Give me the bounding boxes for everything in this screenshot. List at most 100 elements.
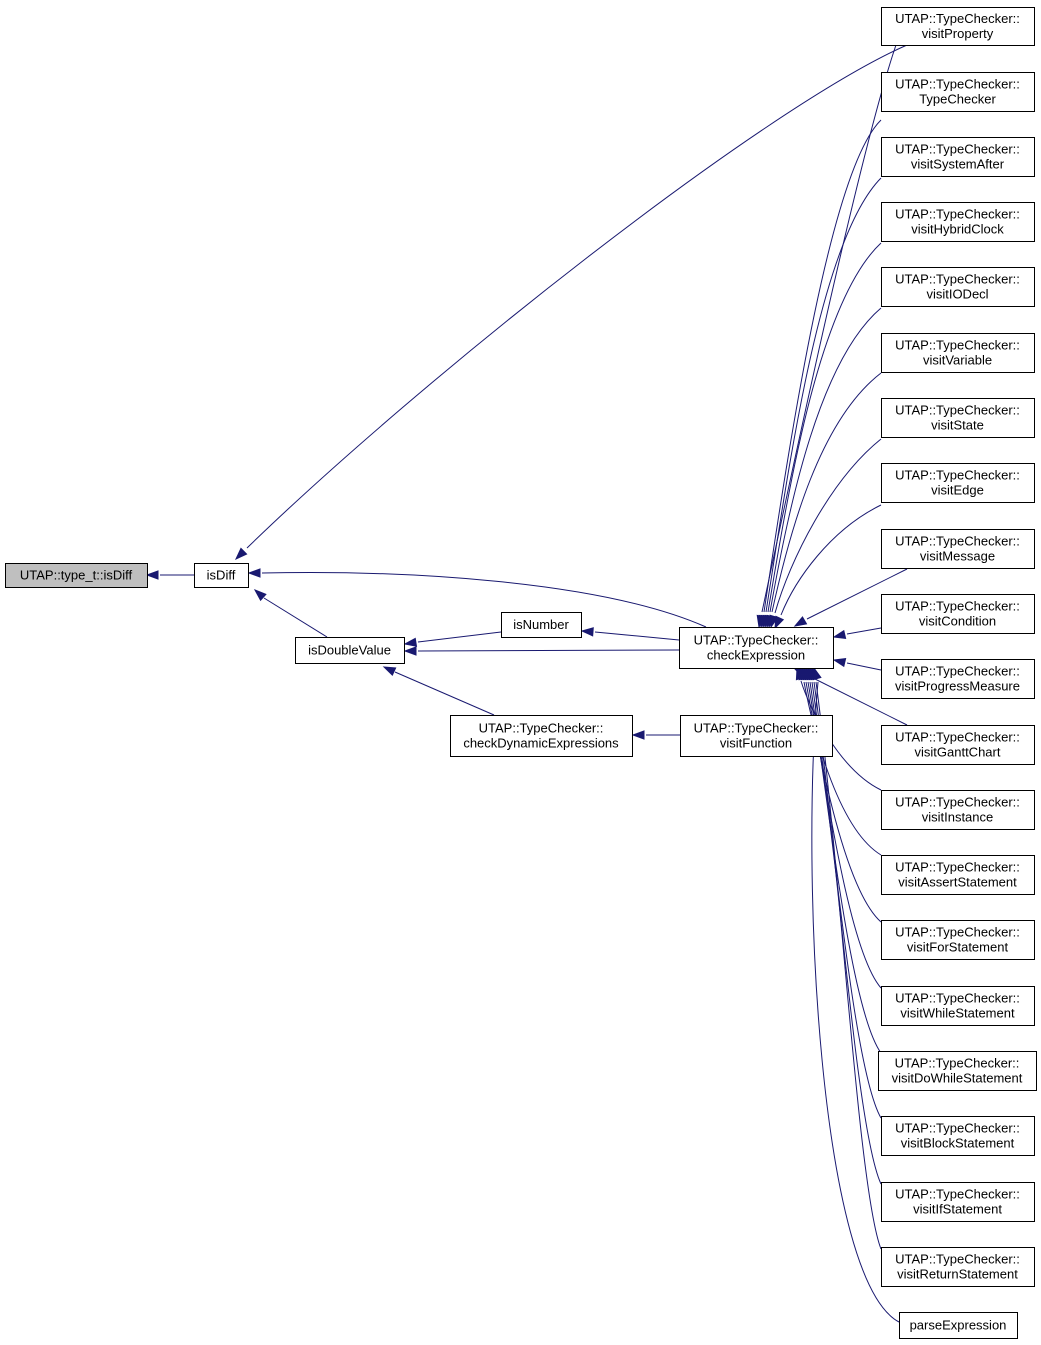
edge-arrowhead	[832, 629, 847, 640]
node-label: UTAP::type_t::isDiff	[20, 568, 133, 583]
edge-arrowhead	[832, 657, 847, 668]
edge-checkExpression-to-isDiff	[247, 568, 707, 628]
node-box	[881, 7, 1035, 46]
node-visitMessage[interactable]: UTAP::TypeChecker::visitMessage	[881, 529, 1035, 569]
edge-visitVariable-to-checkExpression	[766, 372, 882, 629]
node-box	[680, 715, 833, 757]
node-visitProperty[interactable]: UTAP::TypeChecker::visitProperty	[881, 7, 1035, 46]
node-label: TypeChecker	[919, 92, 996, 107]
edge-visitProgressMeasure-to-checkExpression	[832, 657, 882, 671]
node-label: UTAP::TypeChecker::	[694, 721, 819, 736]
node-checkExpression[interactable]: UTAP::TypeChecker::checkExpression	[679, 627, 834, 669]
edge-arrowhead	[234, 547, 248, 561]
node-box	[295, 637, 405, 664]
node-box	[881, 986, 1035, 1026]
edge-line	[803, 681, 882, 856]
node-label: visitDoWhileStatement	[892, 1071, 1023, 1086]
node-isDiff[interactable]: isDiff	[194, 563, 249, 588]
node-label: visitProgressMeasure	[895, 679, 1020, 694]
edge-arrowhead	[403, 646, 417, 656]
node-visitInstance[interactable]: UTAP::TypeChecker::visitInstance	[881, 790, 1035, 830]
node-visitVariable[interactable]: UTAP::TypeChecker::visitVariable	[881, 333, 1035, 373]
node-label: visitCondition	[919, 614, 996, 629]
edge-isDiff-to-root	[145, 570, 194, 580]
node-box	[501, 612, 582, 638]
node-visitSystemAfter[interactable]: UTAP::TypeChecker::visitSystemAfter	[881, 137, 1035, 177]
edge-visitFunction-to-checkDynamicExpressions	[631, 730, 680, 740]
node-label: UTAP::TypeChecker::	[895, 77, 1020, 92]
node-label: UTAP::TypeChecker::	[895, 795, 1020, 810]
node-visitFunction[interactable]: UTAP::TypeChecker::visitFunction	[680, 715, 833, 757]
edge-visitProperty-to-isDiff	[234, 44, 908, 561]
node-label: visitIODecl	[926, 287, 988, 302]
node-visitAssertStatement[interactable]: UTAP::TypeChecker::visitAssertStatement	[881, 855, 1035, 895]
node-visitIfStatement[interactable]: UTAP::TypeChecker::visitIfStatement	[881, 1182, 1035, 1222]
edge-arrowhead	[631, 730, 645, 740]
node-label: UTAP::TypeChecker::	[895, 991, 1020, 1006]
edge-arrowhead	[580, 627, 594, 637]
node-visitForStatement[interactable]: UTAP::TypeChecker::visitForStatement	[881, 920, 1035, 960]
node-TypeChecker[interactable]: UTAP::TypeChecker::TypeChecker	[881, 72, 1035, 112]
edge-line	[765, 177, 882, 613]
edge-line	[394, 671, 495, 716]
node-visitHybridClock[interactable]: UTAP::TypeChecker::visitHybridClock	[881, 202, 1035, 242]
node-label: UTAP::TypeChecker::	[895, 599, 1020, 614]
edge-line	[594, 631, 680, 641]
node-visitIODecl[interactable]: UTAP::TypeChecker::visitIODecl	[881, 267, 1035, 307]
node-visitDoWhileStatement[interactable]: UTAP::TypeChecker::visitDoWhileStatement	[878, 1051, 1037, 1091]
node-box	[881, 398, 1035, 438]
node-visitGanttChart[interactable]: UTAP::TypeChecker::visitGanttChart	[881, 725, 1035, 765]
edge-line	[805, 681, 882, 923]
node-isNumber[interactable]: isNumber	[501, 612, 582, 638]
node-box	[881, 790, 1035, 830]
node-box	[881, 267, 1035, 307]
node-label: UTAP::TypeChecker::	[895, 1056, 1020, 1071]
edge-arrowhead	[145, 570, 159, 580]
edge-parseExpression-to-checkExpression	[811, 666, 900, 1323]
node-label: UTAP::TypeChecker::	[895, 207, 1020, 222]
edge-line	[806, 674, 908, 726]
edge-visitEdge-to-checkExpression	[774, 504, 882, 630]
node-label: isDoubleValue	[308, 643, 391, 658]
node-visitReturnStatement[interactable]: UTAP::TypeChecker::visitReturnStatement	[881, 1247, 1035, 1287]
node-label: isNumber	[513, 617, 569, 632]
node-label: visitBlockStatement	[901, 1136, 1015, 1151]
node-label: UTAP::TypeChecker::	[895, 1252, 1020, 1267]
node-label: checkDynamicExpressions	[463, 736, 619, 751]
node-label: UTAP::TypeChecker::	[895, 403, 1020, 418]
edge-checkDynamicExpressions-to-isDoubleValue	[382, 666, 495, 716]
node-box	[881, 202, 1035, 242]
node-box	[881, 594, 1035, 634]
node-parseExpression[interactable]: parseExpression	[899, 1312, 1018, 1339]
node-isDoubleValue[interactable]: isDoubleValue	[295, 637, 405, 664]
node-box	[881, 72, 1035, 112]
node-label: visitMessage	[920, 549, 995, 564]
node-visitEdge[interactable]: UTAP::TypeChecker::visitEdge	[881, 463, 1035, 503]
node-label: UTAP::TypeChecker::	[895, 1121, 1020, 1136]
node-box	[881, 529, 1035, 569]
node-label: UTAP::TypeChecker::	[895, 11, 1020, 26]
edge-arrowhead	[812, 666, 822, 681]
node-visitCondition[interactable]: UTAP::TypeChecker::visitCondition	[881, 594, 1035, 634]
node-label: UTAP::TypeChecker::	[895, 664, 1020, 679]
node-label: UTAP::TypeChecker::	[895, 338, 1020, 353]
node-visitProgressMeasure[interactable]: UTAP::TypeChecker::visitProgressMeasure	[881, 659, 1035, 699]
node-box	[899, 1312, 1018, 1339]
node-visitWhileStatement[interactable]: UTAP::TypeChecker::visitWhileStatement	[881, 986, 1035, 1026]
edge-checkExpression-to-isDoubleValue	[403, 646, 680, 656]
node-visitBlockStatement[interactable]: UTAP::TypeChecker::visitBlockStatement	[881, 1116, 1035, 1156]
node-label: UTAP::TypeChecker::	[895, 272, 1020, 287]
node-box	[881, 725, 1035, 765]
edge-line	[815, 681, 882, 1250]
node-visitState[interactable]: UTAP::TypeChecker::visitState	[881, 398, 1035, 438]
node-box	[881, 333, 1035, 373]
node-label: parseExpression	[910, 1318, 1007, 1333]
node-label: visitWhileStatement	[900, 1006, 1015, 1021]
edge-line	[763, 119, 882, 613]
edge-isDoubleValue-to-isDiff	[253, 589, 328, 638]
node-label: visitGanttChart	[915, 745, 1001, 760]
node-checkDynamicExpressions[interactable]: UTAP::TypeChecker::checkDynamicExpressio…	[450, 715, 633, 757]
edge-line	[780, 504, 882, 616]
